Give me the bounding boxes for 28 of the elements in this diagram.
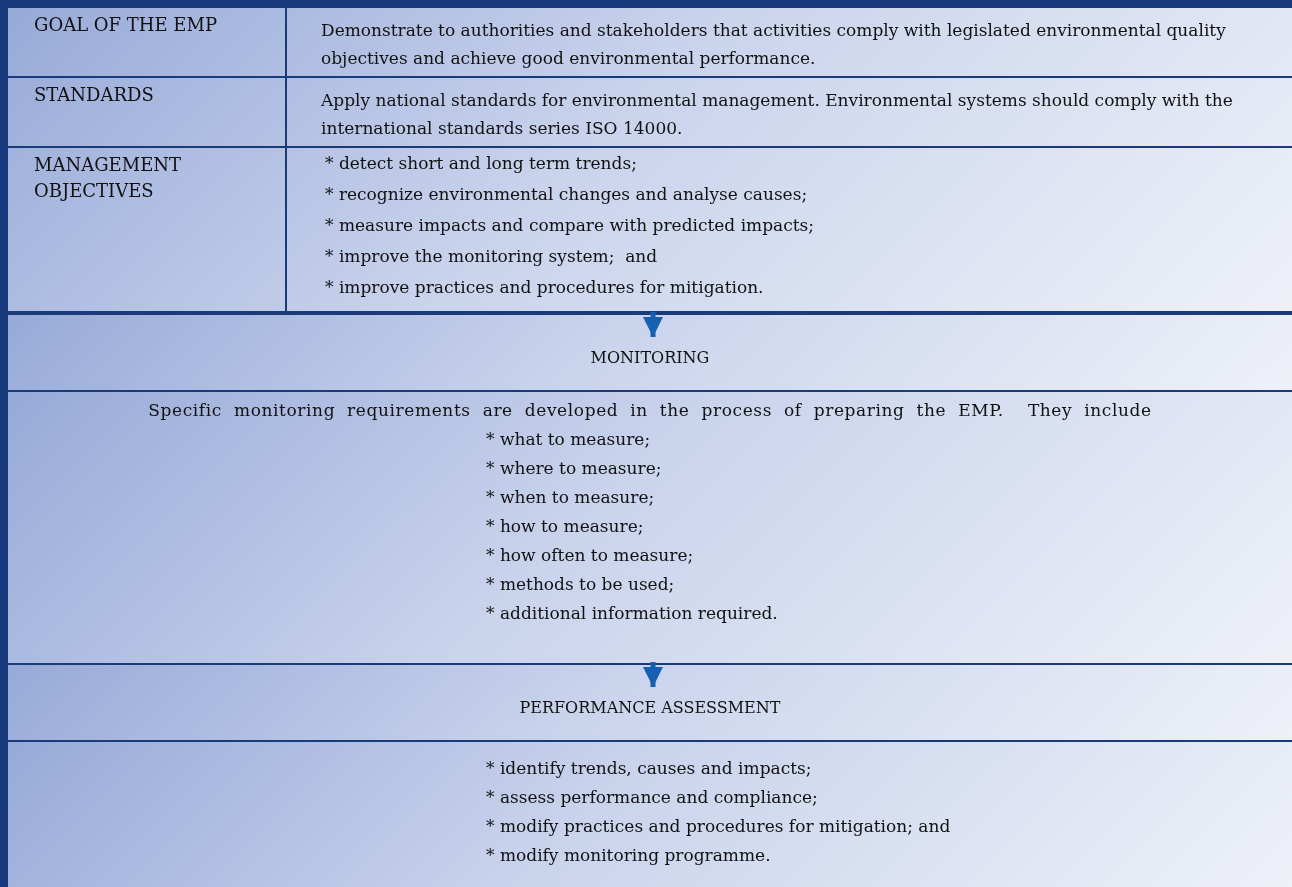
stage-band: PERFORMANCE ASSESSMENT: [8, 663, 1292, 742]
description-text: Demonstrate to authorities and stakeholders that activities comply with legislated environmental quality objectives and achieve good environmental performance.: [287, 8, 1292, 78]
intro-sentence: Specific monitoring requirements are developed in the process of preparing the EMP. They include: [147, 399, 1153, 422]
list-item: * measure impacts and compare with predicted impacts;: [325, 214, 816, 237]
list-item: * what to measure;: [485, 428, 652, 451]
stage-band: MONITORING: [8, 313, 1292, 392]
list-item: * methods to be used;: [485, 573, 676, 596]
list-item: * where to measure;: [485, 457, 663, 480]
list-item: * additional information required.: [485, 602, 779, 625]
row-heading: GOAL OF THE EMP: [8, 8, 287, 78]
tasks-panel: [8, 742, 1292, 887]
list-item: * when to measure;: [485, 486, 656, 509]
list-item: * modify practices and procedures for mitigation; and: [485, 815, 952, 838]
plan-table: [8, 8, 1292, 313]
list-item: * improve practices and procedures for mitigation.: [325, 276, 765, 299]
list-item: * recognize environmental changes and analyse causes;: [325, 183, 809, 206]
list-item: * detect short and long term trends;: [325, 152, 638, 175]
arrow: [643, 312, 663, 337]
list-item: * how to measure;: [485, 515, 645, 538]
list-item: * improve the monitoring system; and: [325, 245, 659, 268]
description-text: Apply national standards for environmental management. Environmental systems should comply with the international standards series ISO 14000.: [287, 78, 1292, 148]
list-item: * how often to measure;: [485, 544, 695, 567]
list-item: * assess performance and compliance;: [485, 786, 819, 809]
requirements-panel: [8, 392, 1292, 663]
list-item: * modify monitoring programme.: [485, 844, 772, 867]
list-item: * identify trends, causes and impacts;: [485, 757, 813, 780]
arrow: [643, 662, 663, 687]
row-heading: STANDARDS: [8, 78, 287, 148]
